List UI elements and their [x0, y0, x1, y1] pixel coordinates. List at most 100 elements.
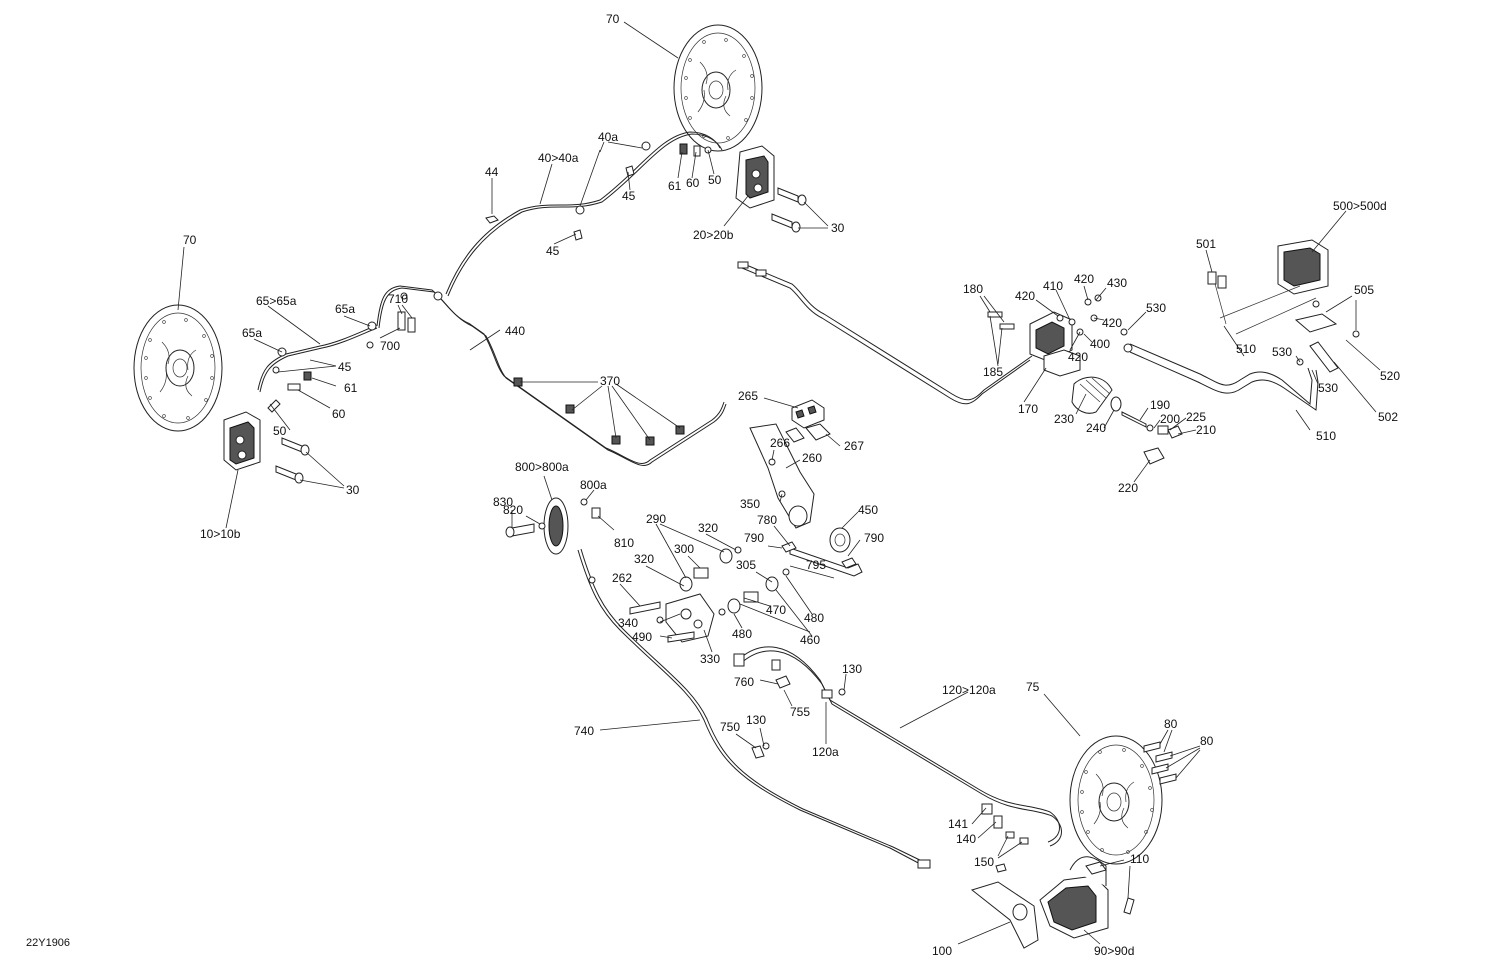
rear-disc-bolts [1143, 741, 1177, 785]
callout-label: 501 [1196, 237, 1216, 251]
callout-label: 75 [1026, 680, 1040, 694]
callout-label: 65a [242, 326, 262, 340]
callout-label: 755 [790, 705, 810, 719]
callout-label: 30 [346, 483, 360, 497]
callout-label: 220 [1118, 481, 1138, 495]
callout-label: 500>500d [1333, 199, 1387, 213]
callout-label: 760 [734, 675, 754, 689]
callout-label: 65>65a [256, 294, 297, 308]
callout-label: 180 [963, 282, 983, 296]
leader-lines [177, 21, 1381, 945]
callout-label: 480 [804, 611, 824, 625]
callout-label: 290 [646, 512, 666, 526]
callout-label: 800a [580, 478, 607, 492]
callout-label: 420 [1015, 289, 1035, 303]
callout-label: 340 [618, 616, 638, 630]
callout-label: 45 [546, 244, 560, 258]
callout-label: 370 [600, 374, 620, 388]
callout-label: 320 [698, 521, 718, 535]
callout-label: 830 [493, 495, 513, 509]
callout-label: 530 [1272, 345, 1292, 359]
callout-label: 502 [1378, 410, 1398, 424]
callout-label: 45 [338, 360, 352, 374]
callout-label: 700 [380, 339, 400, 353]
callout-label: 65a [335, 302, 355, 316]
callout-label: 450 [858, 503, 878, 517]
callout-label: 170 [1018, 402, 1038, 416]
callout-label: 305 [736, 558, 756, 572]
callout-label: 420 [1074, 272, 1094, 286]
callout-label: 460 [800, 633, 820, 647]
callout-label: 130 [842, 662, 862, 676]
callout-label: 262 [612, 571, 632, 585]
callout-label: 530 [1146, 301, 1166, 315]
left-fittings [267, 311, 416, 413]
callout-label: 120>120a [942, 683, 996, 697]
callout-label: 70 [183, 233, 197, 247]
callout-label: 505 [1354, 283, 1374, 297]
top-caliper-bolts [771, 187, 807, 233]
callout-label: 790 [744, 531, 764, 545]
callout-label: 30 [831, 221, 845, 235]
callout-label: 470 [766, 603, 786, 617]
callout-label: 420 [1102, 316, 1122, 330]
callout-labels: 70 40a 40>40a 44 61 60 50 45 45 20>20b 3… [26, 12, 1400, 958]
callout-label: 810 [614, 536, 634, 550]
front-right-brake-disc [673, 24, 763, 152]
callout-label: 61 [668, 179, 682, 193]
callout-label: 90>90d [1094, 944, 1134, 958]
callout-label: 120a [812, 745, 839, 759]
callout-label: 50 [708, 173, 722, 187]
callout-label: 200 [1160, 412, 1180, 426]
callout-label: 60 [332, 407, 346, 421]
callout-label: 141 [948, 817, 968, 831]
callout-label: 20>20b [693, 228, 734, 242]
callout-label: 260 [802, 451, 822, 465]
rear-brake-line-lower [733, 646, 1062, 847]
callout-label: 60 [686, 176, 700, 190]
callout-label: 430 [1107, 276, 1127, 290]
callout-label: 45 [622, 189, 636, 203]
callout-label: 265 [738, 389, 758, 403]
callout-label: 110 [1130, 852, 1149, 866]
callout-label: 750 [720, 720, 740, 734]
callout-label: 230 [1054, 412, 1074, 426]
callout-label: 400 [1090, 337, 1110, 351]
callout-label: 420 [1068, 350, 1088, 364]
callout-label: 190 [1150, 398, 1170, 412]
callout-label: 225 [1186, 410, 1206, 424]
callout-label: 520 [1380, 369, 1400, 383]
callout-label: 480 [732, 627, 752, 641]
rear-brake-line-upper [737, 261, 1033, 405]
callout-label: 130 [746, 713, 766, 727]
callout-label: 80 [1164, 717, 1178, 731]
callout-label: 10>10b [200, 527, 241, 541]
callout-label: 40>40a [538, 151, 579, 165]
callout-label: 150 [974, 855, 994, 869]
front-left-brake-disc [133, 304, 223, 432]
callout-label: 266 [770, 436, 790, 450]
callout-label: 820 [503, 503, 523, 517]
callout-label: 140 [956, 832, 976, 846]
callout-label: 710 [388, 292, 408, 306]
callout-label: 350 [740, 497, 760, 511]
left-caliper-bolts [275, 437, 310, 484]
callout-label: 440 [505, 324, 525, 338]
abs-module [1207, 239, 1360, 373]
callout-label: 70 [606, 12, 620, 26]
callout-label: 100 [932, 944, 952, 958]
callout-label: 44 [485, 165, 499, 179]
callout-label: 185 [983, 365, 1003, 379]
callout-label: 510 [1236, 342, 1256, 356]
front-right-brake-caliper [735, 145, 775, 209]
master-cylinder-assembly [987, 294, 1183, 465]
callout-label: 795 [806, 558, 826, 572]
brake-pedal-assembly [749, 399, 863, 577]
callout-label: 50 [273, 424, 287, 438]
front-left-brake-caliper [223, 411, 261, 471]
callout-label: 780 [757, 513, 777, 527]
callout-label: 267 [844, 439, 864, 453]
diagram-reference-code: 22Y1906 [26, 937, 70, 949]
park-brake-assembly [505, 497, 790, 643]
abs-pipes [1120, 328, 1319, 411]
